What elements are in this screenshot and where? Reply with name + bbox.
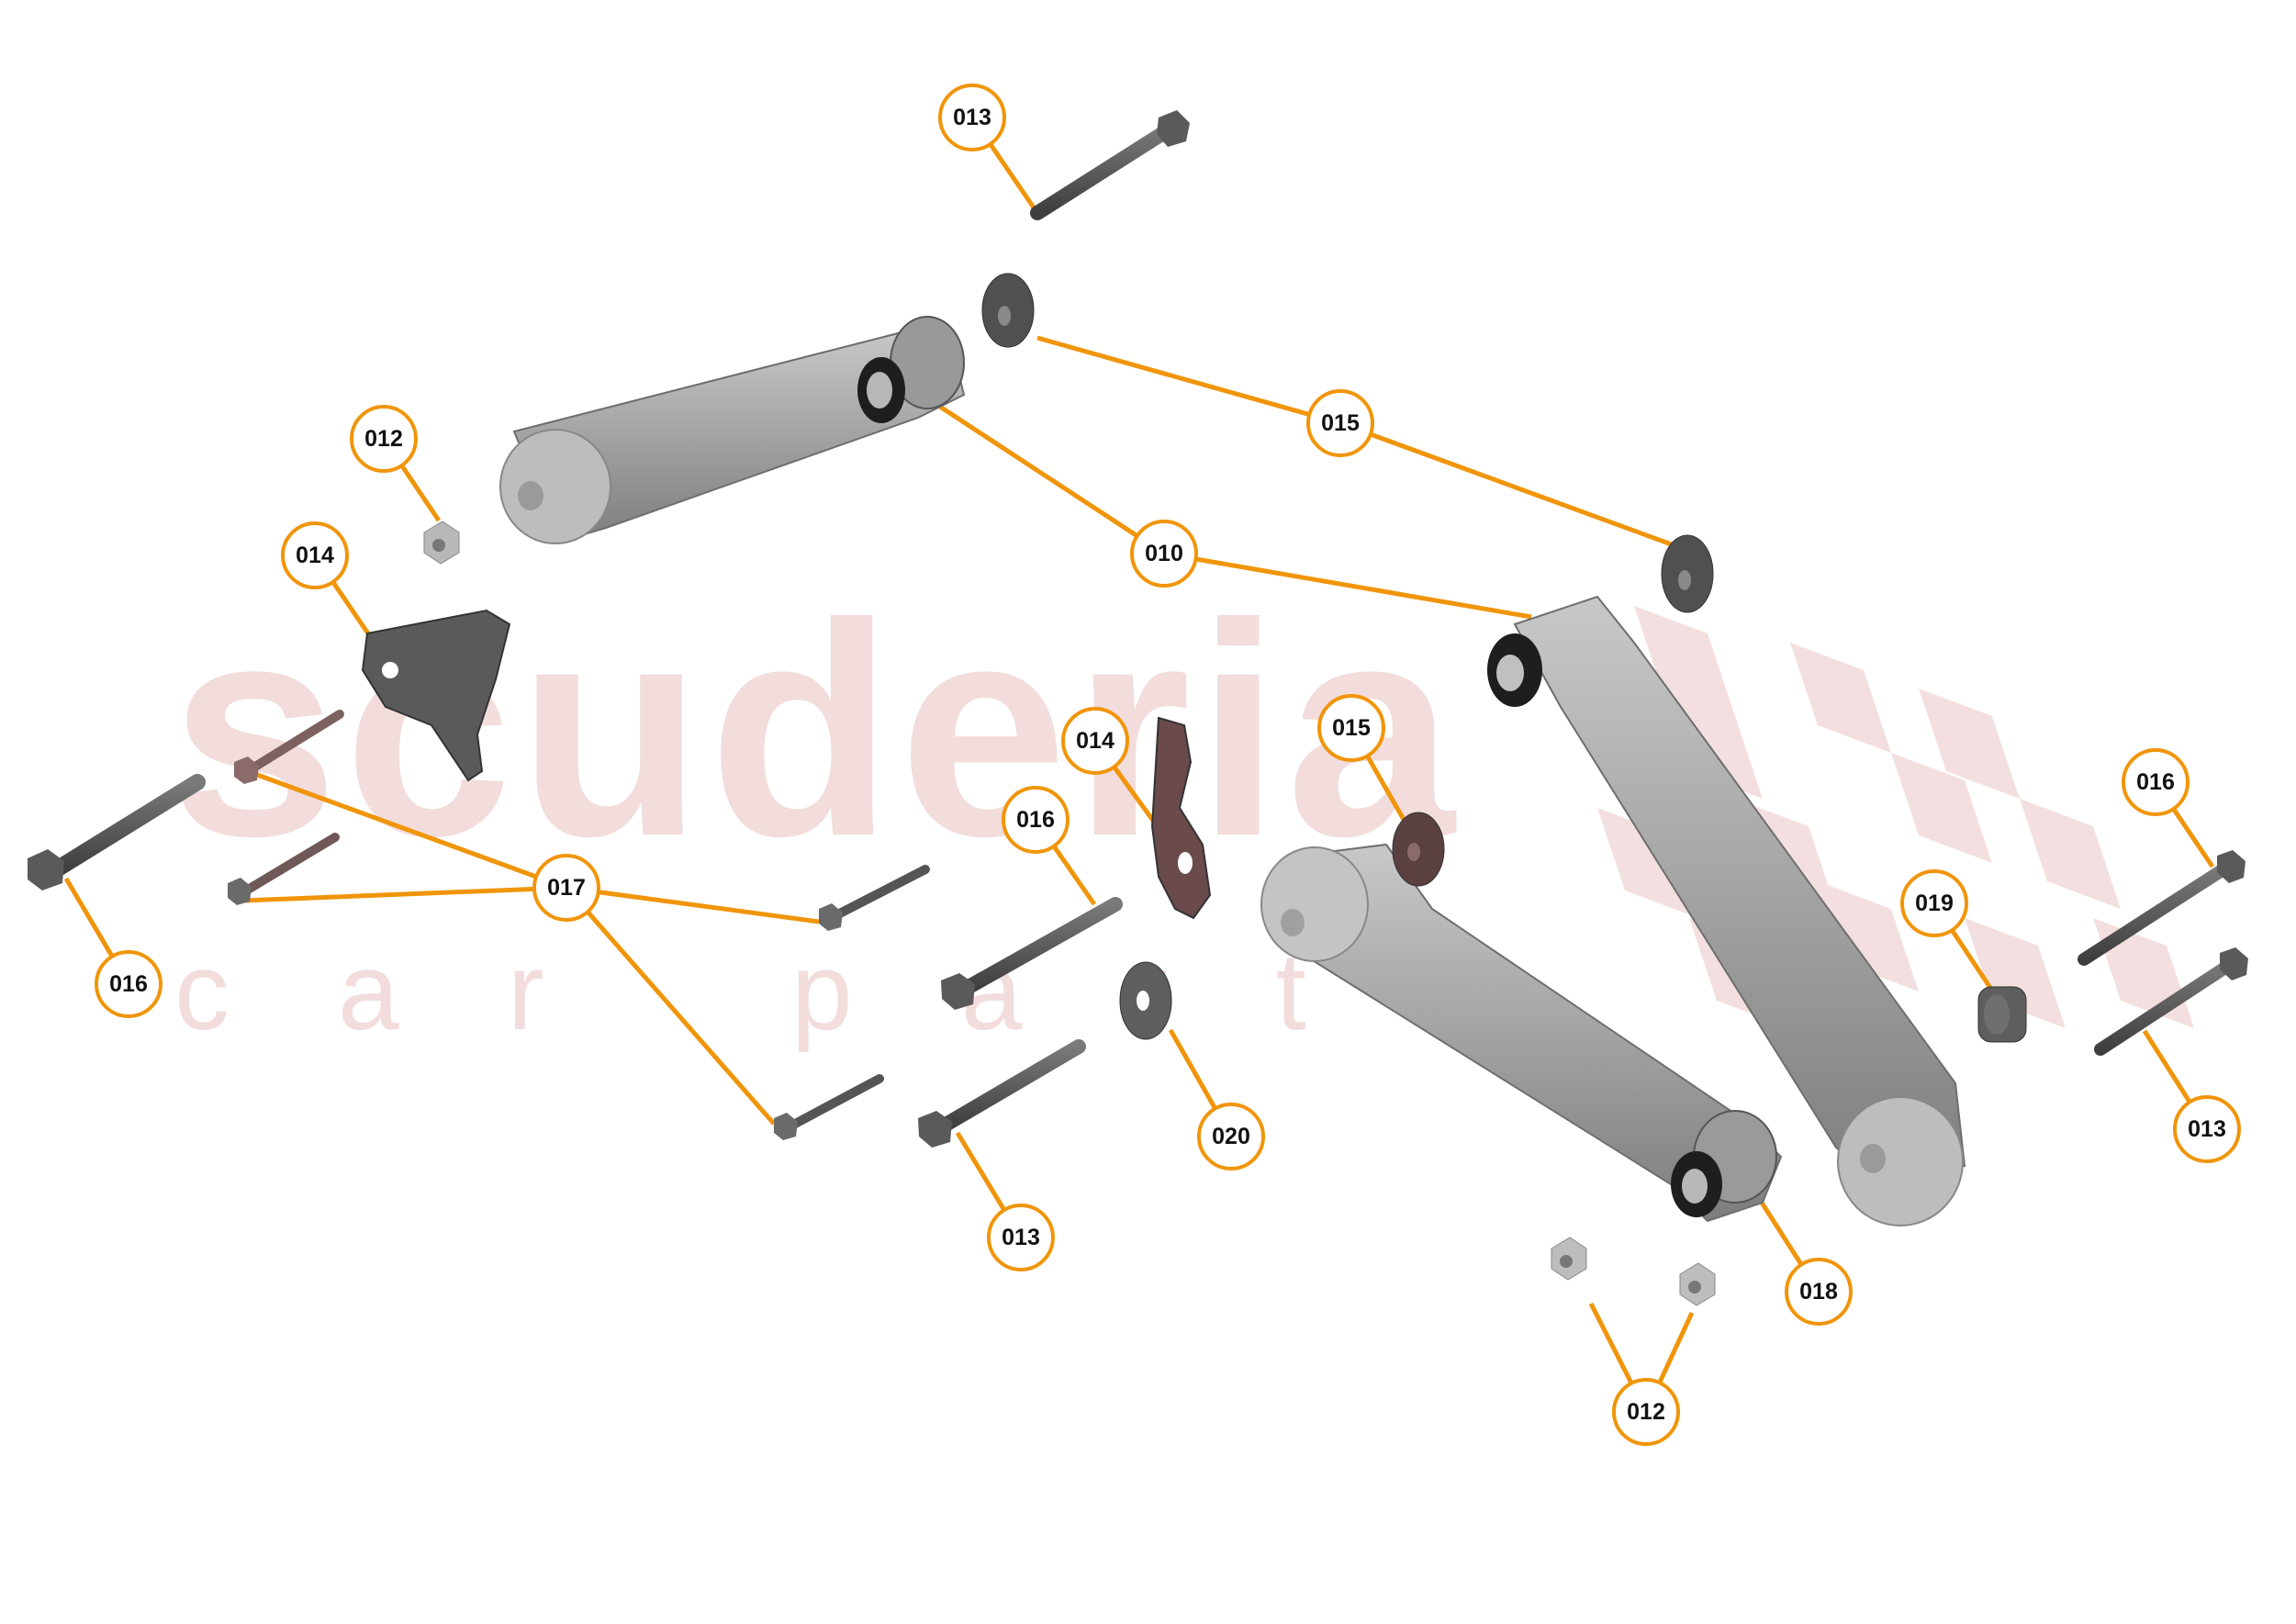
bolt-013-right xyxy=(2094,947,2248,1056)
callout-013-bottom[interactable]: 013 xyxy=(987,1204,1055,1271)
bolt-016-right xyxy=(2078,850,2246,966)
leader-lines xyxy=(63,116,2215,1414)
bolt-013-bottom xyxy=(918,1039,1086,1148)
callout-017[interactable]: 017 xyxy=(532,854,600,922)
control-arm-diagonal xyxy=(1487,595,1966,1226)
watermark-scuderia: scuderia xyxy=(170,560,1461,899)
callout-015-mid[interactable]: 015 xyxy=(1317,694,1385,762)
control-arm-upper xyxy=(499,316,966,544)
bushing-015-top xyxy=(981,273,1035,348)
bolt-013-top xyxy=(1030,110,1190,220)
control-arm-lower xyxy=(1260,843,1783,1223)
bolt-016-left xyxy=(28,774,206,890)
bushing-015-mid xyxy=(1392,812,1445,887)
callout-016-right[interactable]: 016 xyxy=(2122,748,2190,816)
callout-013-right[interactable]: 013 xyxy=(2173,1095,2241,1163)
callout-010[interactable]: 010 xyxy=(1130,520,1198,588)
bushing-015-right xyxy=(1661,534,1714,613)
bolt-016-mid xyxy=(941,897,1123,1010)
bracket-014-mid xyxy=(1150,716,1212,920)
nut-012-bottom-a xyxy=(1551,1237,1587,1281)
callout-020[interactable]: 020 xyxy=(1197,1103,1265,1170)
callout-019[interactable]: 019 xyxy=(1900,869,1968,937)
washer-020 xyxy=(1119,961,1172,1040)
bolt-017-d xyxy=(774,1074,884,1140)
bracket-014-left xyxy=(361,609,511,782)
watermark-car-parts: car parts xyxy=(174,930,1578,1053)
nut-012-bottom-b xyxy=(1679,1262,1716,1306)
bolt-017-a xyxy=(234,710,344,784)
bolt-017-c xyxy=(819,865,930,931)
callout-014-mid[interactable]: 014 xyxy=(1061,707,1129,775)
nut-012-topleft xyxy=(423,521,460,565)
callout-014-left[interactable]: 014 xyxy=(281,521,349,589)
bolt-017-b xyxy=(228,833,340,905)
spacer-019 xyxy=(1977,986,2027,1043)
callout-012-bottom[interactable]: 012 xyxy=(1612,1378,1680,1446)
callout-013-top[interactable]: 013 xyxy=(938,84,1006,151)
callout-015-top[interactable]: 015 xyxy=(1306,389,1374,457)
callout-012-topleft[interactable]: 012 xyxy=(350,405,418,473)
callout-016-left[interactable]: 016 xyxy=(95,950,162,1018)
callout-016-mid[interactable]: 016 xyxy=(1002,786,1070,854)
callout-018[interactable]: 018 xyxy=(1785,1258,1853,1326)
